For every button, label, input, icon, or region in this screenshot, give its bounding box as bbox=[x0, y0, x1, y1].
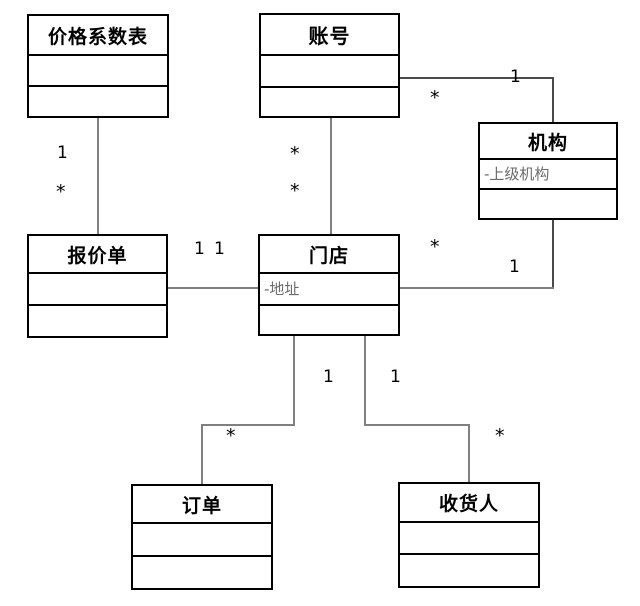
multiplicity-quotation-store-right-one: 1 bbox=[214, 239, 225, 259]
multiplicity-account-organization-many: * bbox=[430, 87, 440, 109]
multiplicity-store-organization-many: * bbox=[430, 236, 440, 258]
class-operations-consignee bbox=[400, 555, 538, 586]
class-operations-organization bbox=[480, 190, 616, 218]
class-attributes-account bbox=[261, 56, 398, 88]
edge-price-to-quotation bbox=[97, 117, 99, 235]
multiplicity-price-quotation-one: 1 bbox=[57, 143, 68, 163]
class-box-organization[interactable]: 机构 -上级机构 bbox=[478, 122, 618, 220]
edge-store-to-order-vertical-upper bbox=[293, 335, 295, 426]
class-attributes-store: -地址 bbox=[260, 274, 398, 306]
class-attributes-organization: -上级机构 bbox=[480, 160, 616, 190]
multiplicity-store-organization-one: 1 bbox=[509, 257, 520, 277]
multiplicity-account-store-many-bottom: * bbox=[290, 180, 300, 202]
class-attributes-consignee bbox=[400, 523, 538, 555]
edge-account-to-organization-horizontal bbox=[398, 77, 554, 79]
class-operations-order bbox=[133, 557, 271, 588]
multiplicity-store-consignee-one: 1 bbox=[390, 367, 401, 387]
multiplicity-quotation-store-left-one: 1 bbox=[194, 239, 205, 259]
class-box-store[interactable]: 门店 -地址 bbox=[258, 234, 400, 336]
multiplicity-store-order-one: 1 bbox=[323, 367, 334, 387]
class-name-consignee: 收货人 bbox=[400, 484, 538, 523]
class-name-organization: 机构 bbox=[480, 124, 616, 160]
edge-store-to-consignee-vertical-upper bbox=[364, 335, 366, 426]
class-attributes-quotation bbox=[29, 274, 166, 306]
multiplicity-price-quotation-many: * bbox=[56, 181, 66, 203]
class-operations-quotation bbox=[29, 306, 166, 336]
edge-store-to-organization-horizontal bbox=[398, 287, 554, 289]
class-attributes-price-coefficient-table bbox=[29, 56, 167, 87]
class-name-store: 门店 bbox=[260, 236, 398, 274]
edge-store-to-consignee-vertical-lower bbox=[468, 424, 470, 484]
class-attributes-order bbox=[133, 524, 271, 557]
edge-store-to-order-horizontal bbox=[201, 424, 295, 426]
multiplicity-account-store-many-top: * bbox=[290, 143, 300, 165]
class-operations-store bbox=[260, 306, 398, 334]
class-box-account[interactable]: 账号 bbox=[259, 13, 400, 118]
class-box-quotation[interactable]: 报价单 bbox=[27, 234, 168, 338]
class-name-quotation: 报价单 bbox=[29, 236, 166, 274]
class-operations-price-coefficient-table bbox=[29, 87, 167, 116]
class-box-order[interactable]: 订单 bbox=[131, 484, 273, 590]
edge-quotation-to-store bbox=[166, 287, 260, 289]
multiplicity-consignee-many: * bbox=[495, 425, 505, 447]
edge-store-to-consignee-horizontal bbox=[364, 424, 470, 426]
attribute-text-address: -地址 bbox=[264, 279, 300, 298]
edge-store-to-order-vertical-lower bbox=[201, 424, 203, 486]
class-name-price-coefficient-table: 价格系数表 bbox=[29, 16, 167, 56]
class-operations-account bbox=[261, 88, 398, 116]
class-name-order: 订单 bbox=[133, 486, 271, 524]
multiplicity-account-organization-one: 1 bbox=[510, 67, 521, 87]
class-box-price-coefficient-table[interactable]: 价格系数表 bbox=[27, 14, 169, 118]
class-name-account: 账号 bbox=[261, 15, 398, 56]
multiplicity-order-many: * bbox=[226, 425, 236, 447]
attribute-text-parent-organization: -上级机构 bbox=[484, 164, 550, 183]
class-box-consignee[interactable]: 收货人 bbox=[398, 482, 540, 588]
edge-account-to-store bbox=[330, 117, 332, 235]
